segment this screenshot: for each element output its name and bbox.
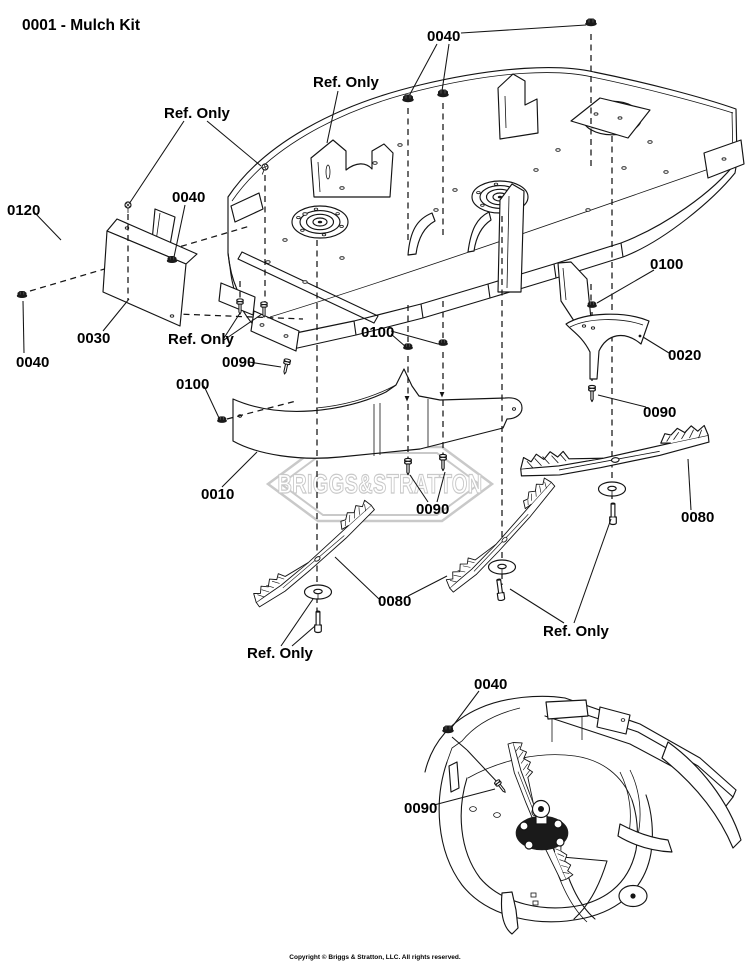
- callout-0080-center: 0080: [378, 593, 411, 610]
- mower-blade-right: [517, 423, 712, 480]
- square-nut: [402, 343, 414, 351]
- blade-bolt: [314, 610, 322, 634]
- callout-0090-bottom: 0090: [404, 800, 437, 817]
- mower-deck-drawing: [218, 66, 745, 352]
- briggs-stratton-watermark: BRIGGS&STRATTON: [265, 445, 495, 523]
- blade-bolt: [494, 578, 506, 602]
- callout-0040-bottom: 0040: [474, 676, 507, 693]
- callout-0120: 0120: [7, 202, 40, 219]
- blade-washer: [597, 481, 627, 497]
- callout-0100-center: 0100: [361, 324, 394, 341]
- blade-washer: [303, 584, 333, 600]
- callout-0090-right: 0090: [643, 404, 676, 421]
- callout-0010: 0010: [201, 486, 234, 503]
- square-nut: [437, 339, 449, 347]
- callout-0040-top: 0040: [427, 28, 460, 45]
- carriage-screw: [493, 778, 509, 795]
- callout-0090-center: 0090: [416, 501, 449, 518]
- blade-washer: [487, 559, 517, 575]
- fasteners: [16, 18, 598, 795]
- spindle-assembly: [515, 799, 569, 851]
- cover-plate-0030: [102, 218, 198, 327]
- side-baffle-0020: [565, 313, 650, 380]
- callout-labels: 0040 Ref. Only Ref. Only 0040 0120 0030 …: [7, 28, 714, 817]
- flange-nut: [16, 290, 28, 299]
- callout-0100-right: 0100: [650, 256, 683, 273]
- callout-ref-only-upper-left: Ref. Only: [164, 105, 231, 122]
- callout-0040-upper-left: 0040: [172, 189, 205, 206]
- callout-0030: 0030: [77, 330, 110, 347]
- leader-lines: [22, 24, 692, 806]
- watermark-text: BRIGGS&STRATTON: [278, 469, 483, 499]
- copyright-notice: Copyright © Briggs & Stratton, LLC. All …: [289, 954, 461, 961]
- deck-underside-detail: [424, 695, 742, 935]
- alignment-lines: [127, 34, 613, 614]
- ref-screw: [124, 201, 132, 214]
- callout-0090-mid: 0090: [222, 354, 255, 371]
- callout-ref-only-bottom-right: Ref. Only: [543, 623, 610, 640]
- callout-0100-mid-left: 0100: [176, 376, 209, 393]
- callout-ref-only-mid: Ref. Only: [168, 331, 235, 348]
- flange-nut: [584, 18, 598, 27]
- callout-0040-left: 0040: [16, 354, 49, 371]
- carriage-screw: [588, 384, 596, 403]
- callout-ref-only-bottom-left: Ref. Only: [247, 645, 314, 662]
- callout-0020: 0020: [668, 347, 701, 364]
- mulch-baffle-0010: [232, 368, 523, 459]
- callout-ref-only-top: Ref. Only: [313, 74, 380, 91]
- callout-0080-right: 0080: [681, 509, 714, 526]
- spacer-disc: [618, 884, 648, 908]
- carriage-screw: [280, 357, 292, 376]
- deck-surface-holes: [265, 140, 669, 284]
- page-title: 0001 - Mulch Kit: [22, 17, 140, 34]
